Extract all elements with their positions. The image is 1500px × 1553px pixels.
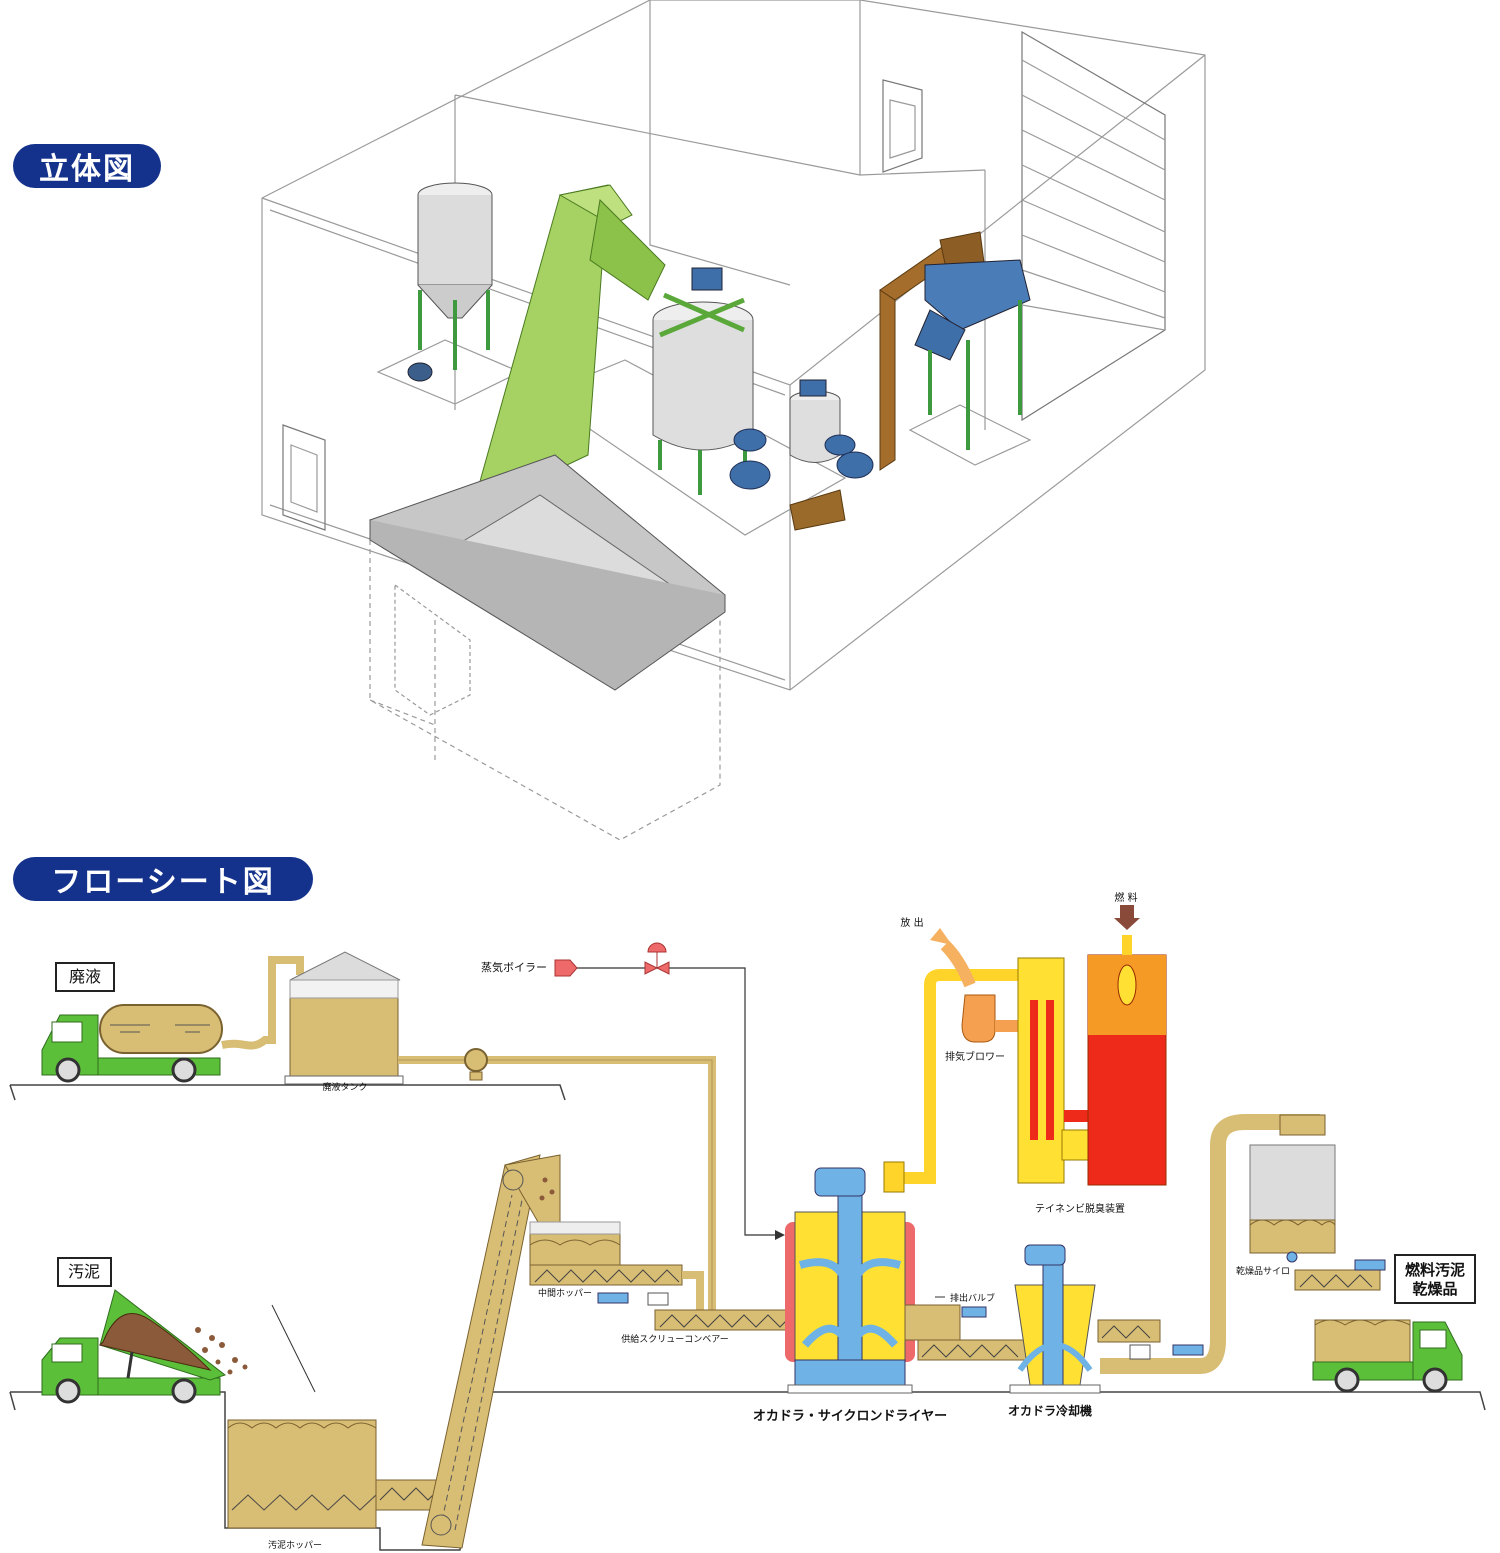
iso-silo — [407, 182, 493, 382]
iso-pumps — [729, 428, 874, 490]
waste-liquid-label: 廃液 — [69, 967, 101, 986]
deodorizer — [1017, 935, 1167, 1186]
cooler — [1009, 1244, 1101, 1394]
steam-line — [577, 967, 783, 1236]
sludge-label-box — [57, 1257, 112, 1287]
steam-valve — [644, 942, 670, 975]
intermediate-hopper — [529, 1221, 683, 1286]
cyclone-dryer-label: オカドラ・サイクロンドライヤー — [753, 1409, 947, 1424]
ground-line-upper — [9, 1084, 566, 1101]
exhaust-blower — [930, 928, 1023, 1043]
flowsheet-diagram: 廃液 廃液タンク 蒸気ボイラー 汚泥 — [9, 891, 1486, 1551]
waste-liquid-truck — [41, 1004, 223, 1083]
waste-liquid-tank — [284, 951, 404, 1085]
sludge-hopper — [227, 1304, 447, 1529]
product-truck — [1312, 1319, 1463, 1393]
isometric-view-heading: 立体図 — [13, 144, 161, 188]
sludge-hopper-label: 汚泥ホッパー — [268, 1539, 322, 1551]
feed-screw-conveyor — [654, 1309, 796, 1331]
ground-line-lower — [9, 1391, 1486, 1551]
iso-large-tank — [652, 267, 754, 495]
cyclone-dryer — [785, 1167, 915, 1394]
product-label-line2: 乾燥品 — [1412, 1280, 1457, 1298]
steam-boiler-arrow — [554, 959, 578, 977]
exhaust-duct — [887, 969, 1018, 1184]
iso-bucket-elevator — [471, 184, 666, 511]
release-label: 放 出 — [900, 916, 923, 929]
deodorizer-label: テイネンビ脱臭装置 — [1035, 1202, 1125, 1215]
product-transport-pipe — [1100, 1114, 1320, 1374]
flowsheet-heading: フローシート図 — [13, 857, 313, 901]
iso-blower-unit — [914, 259, 1031, 450]
cooler-feed-screw — [917, 1339, 1029, 1361]
dried-product-silo — [1249, 1114, 1386, 1291]
fuel-arrow — [1114, 905, 1140, 930]
iso-sludge-hopper — [368, 454, 726, 691]
product-label-box — [1394, 1254, 1476, 1304]
sludge-truck — [41, 1289, 248, 1404]
bucket-elevator — [421, 1154, 561, 1549]
fuel-label: 燃 料 — [1114, 891, 1137, 904]
waste-liquid-pump — [464, 1048, 488, 1081]
discharge-valve-label: 排出バルブ — [950, 1292, 995, 1304]
steam-boiler-label: 蒸気ボイラー — [481, 960, 547, 974]
cooler-label: オカドラ冷却機 — [1008, 1403, 1092, 1418]
waste-liquid-tank-label: 廃液タンク — [322, 1081, 367, 1093]
feed-screw-conveyor-label: 供給スクリューコンベアー — [621, 1333, 728, 1345]
dried-silo-label: 乾燥品サイロ — [1236, 1265, 1290, 1277]
waste-liquid-hose — [221, 956, 304, 1050]
intermediate-hopper-label: 中間ホッパー — [538, 1287, 592, 1299]
sludge-label: 汚泥 — [68, 1262, 100, 1281]
exhaust-blower-label: 排気ブロワー — [945, 1050, 1005, 1063]
isometric-diagram — [261, 0, 1206, 841]
waste-liquid-pipe — [398, 1056, 716, 1318]
product-label-line1: 燃料汚泥 — [1405, 1261, 1465, 1279]
waste-liquid-label-box — [55, 962, 115, 992]
discharge-valve-body — [904, 1304, 961, 1341]
